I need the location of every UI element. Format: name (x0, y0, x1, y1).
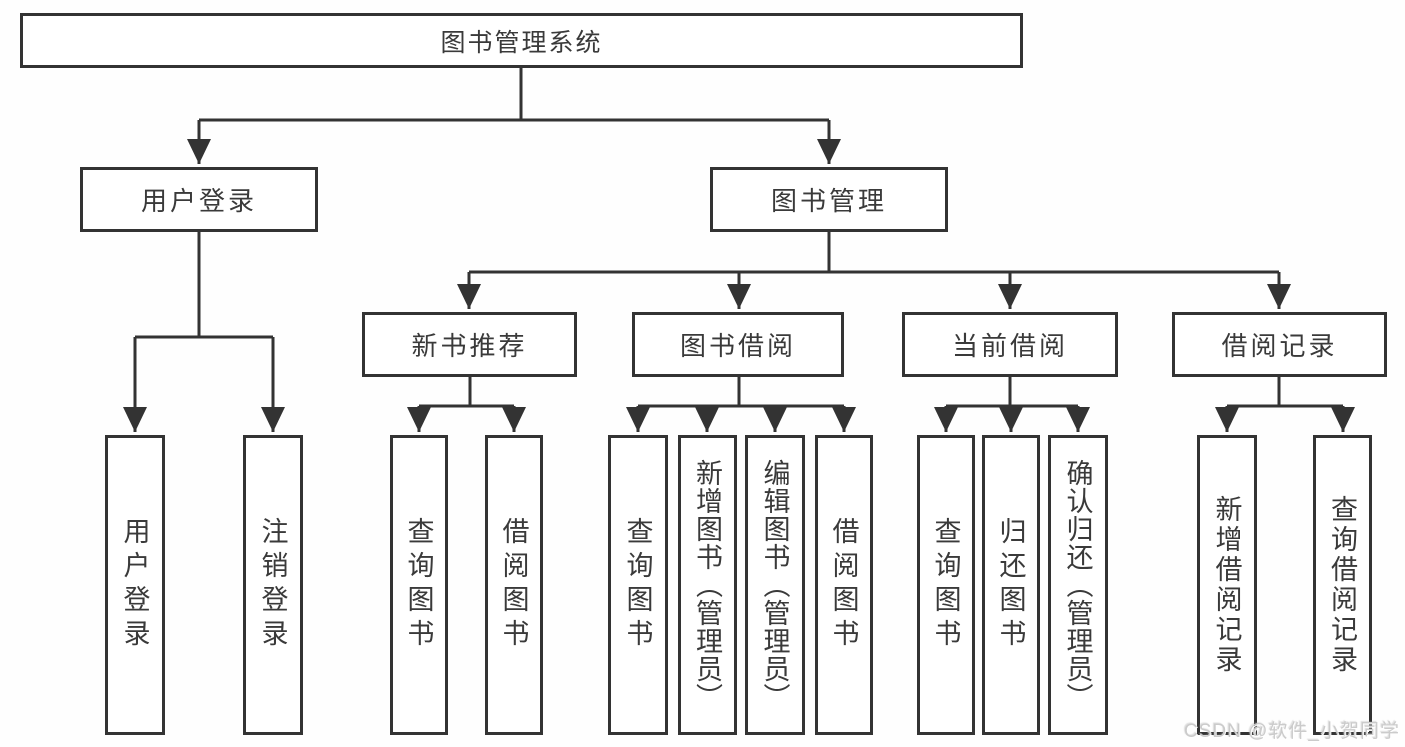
leaf-logout: 注销登录 (243, 435, 303, 735)
leaf-bb-borrow-books: 借阅图书 (815, 435, 873, 735)
leaf-cb-return-books: 归还图书 (982, 435, 1040, 735)
node-book-management: 图书管理 (710, 167, 948, 232)
node-book-borrowing: 图书借阅 (632, 312, 844, 377)
node-book-borrowing-label: 图书借阅 (679, 331, 796, 361)
leaf-nbr-borrow-books: 借阅图书 (485, 435, 543, 735)
watermark: CSDN @软件_小贺同学 (1184, 721, 1400, 742)
leaf-br-query-record-label: 查询借阅记录 (1327, 495, 1357, 675)
leaf-user-login-label: 用户登录 (119, 517, 150, 653)
leaf-cb-confirm-return-admin: 确认归还（管理员） (1048, 435, 1108, 735)
leaf-cb-confirm-return-admin-label: 确认归还（管理员） (1062, 459, 1093, 711)
leaf-br-add-record-label: 新增借阅记录 (1211, 495, 1242, 675)
node-book-management-label: 图书管理 (770, 186, 887, 216)
node-current-borrowing-label: 当前借阅 (951, 331, 1068, 361)
leaf-cb-query-books: 查询图书 (917, 435, 975, 735)
leaf-bb-add-books-admin-label: 新增图书（管理员） (692, 459, 722, 711)
node-root-system: 图书管理系统 (20, 13, 1023, 68)
leaf-br-add-record: 新增借阅记录 (1197, 435, 1257, 735)
node-current-borrowing: 当前借阅 (902, 312, 1118, 377)
leaf-bb-edit-books-admin-label: 编辑图书（管理员） (759, 459, 790, 711)
leaf-bb-edit-books-admin: 编辑图书（管理员） (745, 435, 805, 735)
node-user-login: 用户登录 (80, 167, 318, 232)
node-root-label: 图书管理系统 (440, 28, 603, 57)
leaf-logout-label: 注销登录 (257, 517, 288, 653)
leaf-user-login: 用户登录 (105, 435, 165, 735)
leaf-bb-borrow-books-label: 借阅图书 (828, 517, 859, 653)
leaf-nbr-query-books: 查询图书 (390, 435, 448, 735)
leaf-bb-query-books-label: 查询图书 (622, 517, 653, 653)
leaf-br-query-record: 查询借阅记录 (1313, 435, 1372, 735)
leaf-nbr-borrow-books-label: 借阅图书 (498, 517, 529, 653)
leaf-bb-query-books: 查询图书 (608, 435, 668, 735)
node-user-login-label: 用户登录 (140, 186, 257, 216)
node-new-book-recommend: 新书推荐 (362, 312, 577, 377)
node-new-book-recommend-label: 新书推荐 (411, 331, 528, 361)
leaf-bb-add-books-admin: 新增图书（管理员） (678, 435, 737, 735)
node-borrowing-records: 借阅记录 (1172, 312, 1387, 377)
leaf-nbr-query-books-label: 查询图书 (403, 517, 434, 653)
leaf-cb-return-books-label: 归还图书 (995, 517, 1026, 653)
leaf-cb-query-books-label: 查询图书 (930, 517, 961, 653)
node-borrowing-records-label: 借阅记录 (1221, 331, 1338, 361)
